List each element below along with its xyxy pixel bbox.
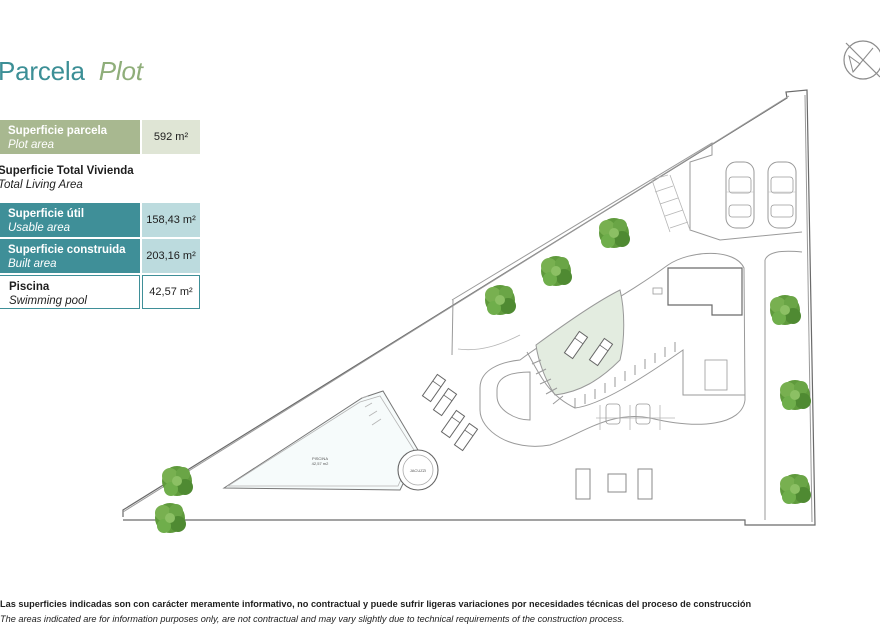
usable-area-label-es: Superficie útil <box>8 208 85 220</box>
tree-icon <box>162 466 193 496</box>
plot-boundary <box>122 89 816 526</box>
plan-jacuzzi-label: JACUZZI <box>410 468 426 473</box>
built-area-label-en: Built area <box>8 257 57 270</box>
pool-label-es: Piscina <box>9 281 50 293</box>
total-living-heading: Superficie Total Vivienda Total Living A… <box>0 165 134 192</box>
disclaimer: Las superficies indicadas son con caráct… <box>0 597 880 627</box>
pool-label: Piscina Swimming pool <box>0 275 140 309</box>
tree-icon <box>485 285 516 315</box>
pool-label-en: Swimming pool <box>9 294 87 307</box>
pool-value: 42,57 m² <box>142 275 200 309</box>
tree-icon <box>155 503 186 533</box>
usable-area-value: 158,43 m² <box>142 203 200 237</box>
car-icon <box>725 161 755 229</box>
usable-area-label-en: Usable area <box>8 221 71 234</box>
total-living-label-es: Superficie Total Vivienda <box>0 165 134 177</box>
sunbed-icon <box>453 422 479 452</box>
sunbed-icon <box>440 409 466 439</box>
compass-icon <box>843 40 880 80</box>
built-area-value: 203,16 m² <box>142 239 200 273</box>
car-icon <box>767 161 797 229</box>
page-title: Parcela Plot <box>0 56 143 87</box>
disclaimer-en: The areas indicated are for information … <box>0 614 625 624</box>
tree-icon <box>780 474 811 504</box>
tree-icon <box>770 295 801 325</box>
tree-icon <box>780 380 811 410</box>
house-footprint <box>479 252 746 447</box>
plot-area-label-es: Superficie parcela <box>8 125 108 137</box>
usable-area-label: Superficie útil Usable area <box>0 203 140 237</box>
pool-plan: PISCINA 42,57 m2 JACUZZI <box>222 390 439 491</box>
outdoor-furniture <box>575 468 653 500</box>
total-living-label-en: Total Living Area <box>0 178 83 191</box>
title-en: Plot <box>98 56 143 86</box>
title-es: Parcela <box>0 56 85 86</box>
plot-area-value: 592 m² <box>142 120 200 154</box>
built-area-label-es: Superficie construida <box>8 244 126 256</box>
parking-area <box>451 142 803 356</box>
disclaimer-es: Las superficies indicadas son con caráct… <box>0 599 752 609</box>
plan-pool-area: 42,57 m2 <box>312 461 329 466</box>
tree-icon <box>599 218 630 248</box>
plan-pool-label: PISCINA <box>312 456 328 461</box>
built-area-label: Superficie construida Built area <box>0 239 140 273</box>
tree-icon <box>541 256 572 286</box>
plot-area-label: Superficie parcela Plot area <box>0 120 140 154</box>
plot-area-label-en: Plot area <box>8 138 55 151</box>
